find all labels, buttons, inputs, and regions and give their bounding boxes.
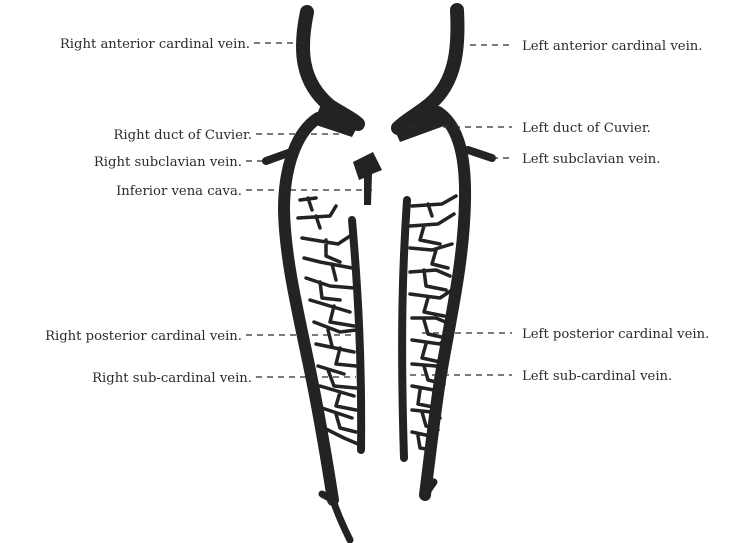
- label-right-posterior-cardinal: Right posterior cardinal vein.: [45, 329, 242, 344]
- vessels: [266, 10, 492, 540]
- left-posterior-cardinal-vessel: [425, 112, 465, 495]
- label-left-posterior-cardinal: Left posterior cardinal vein.: [522, 327, 709, 342]
- label-right-duct-of-cuvier: Right duct of Cuvier.: [114, 128, 253, 143]
- label-left-subclavian: Left subclavian vein.: [522, 152, 660, 167]
- right-anastomoses: [298, 198, 358, 444]
- left-subclavian-vessel: [468, 150, 492, 158]
- label-left-anterior-cardinal: Left anterior cardinal vein.: [522, 39, 703, 54]
- label-right-anterior-cardinal: Right anterior cardinal vein.: [60, 37, 250, 52]
- label-left-duct-of-cuvier: Left duct of Cuvier.: [522, 121, 651, 136]
- right-caudal-vessel: [322, 494, 350, 540]
- label-inferior-vena-cava: Inferior vena cava.: [116, 184, 242, 199]
- inferior-vena-cava-vessel: [353, 152, 382, 205]
- right-posterior-cardinal-vessel: [284, 118, 333, 500]
- label-right-sub-cardinal: Right sub-cardinal vein.: [92, 371, 252, 386]
- labels: Right anterior cardinal vein. Left anter…: [45, 37, 709, 386]
- label-right-subclavian: Right subclavian vein.: [94, 155, 242, 170]
- label-left-sub-cardinal: Left sub-cardinal vein.: [522, 369, 672, 384]
- left-anastomoses: [410, 196, 456, 450]
- left-sub-cardinal-vessel: [402, 200, 407, 458]
